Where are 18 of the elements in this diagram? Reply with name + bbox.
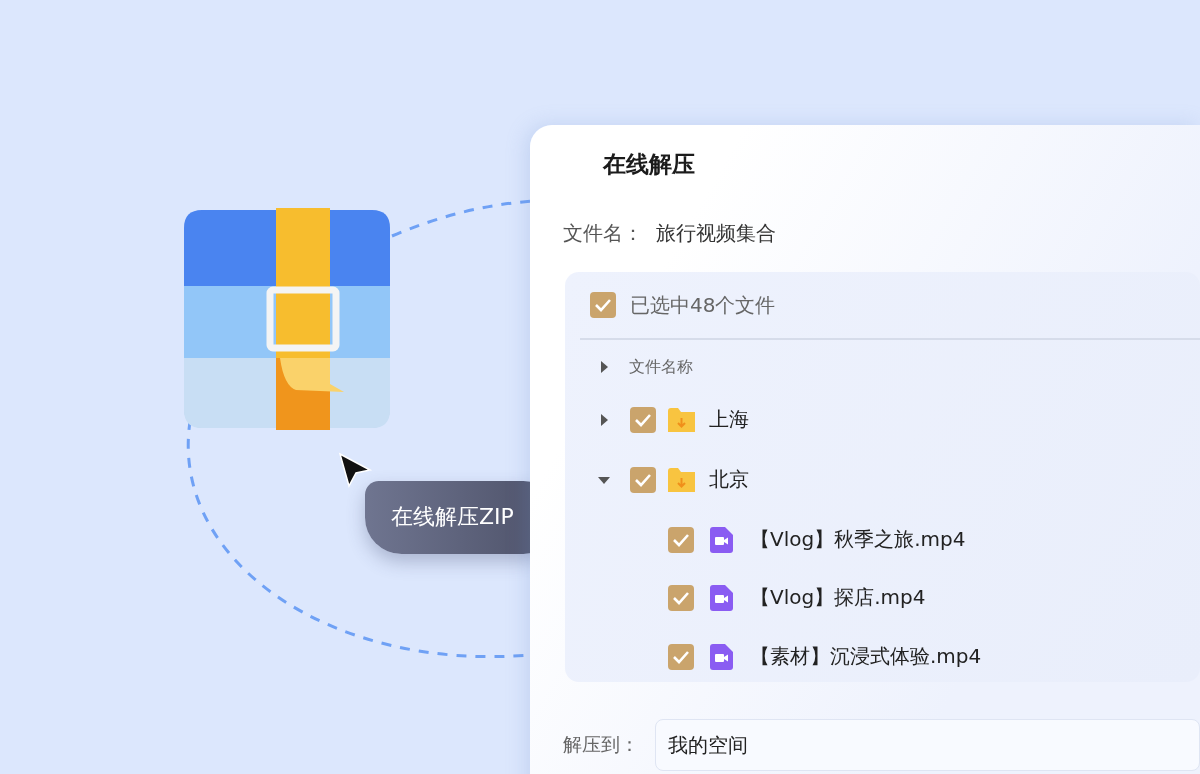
- file-name: 【Vlog】探店.mp4: [750, 587, 926, 607]
- selection-count: 已选中48个文件: [630, 295, 776, 315]
- dialog-panel: [530, 125, 1200, 774]
- field-value: 我的空间: [668, 735, 748, 755]
- zip-archive-drawing: [184, 208, 392, 432]
- tooltip-text: 在线解压ZIP: [391, 506, 514, 528]
- field-label: 文件名：: [563, 223, 643, 243]
- folder-name: 上海: [709, 409, 749, 429]
- file-name: 【Vlog】秋季之旅.mp4: [750, 529, 966, 549]
- input-field: [655, 719, 1200, 771]
- folder-name: 北京: [709, 469, 749, 489]
- file-name: 【素材】沉浸式体验.mp4: [750, 646, 982, 666]
- dashed-connector: [391, 199, 531, 238]
- file-name: 旅行视频集合: [656, 223, 776, 243]
- column-header: 文件名称: [629, 359, 693, 375]
- field-label: 解压到：: [563, 735, 639, 754]
- dialog-title: 在线解压: [603, 153, 695, 176]
- file-list-card: [565, 272, 1200, 682]
